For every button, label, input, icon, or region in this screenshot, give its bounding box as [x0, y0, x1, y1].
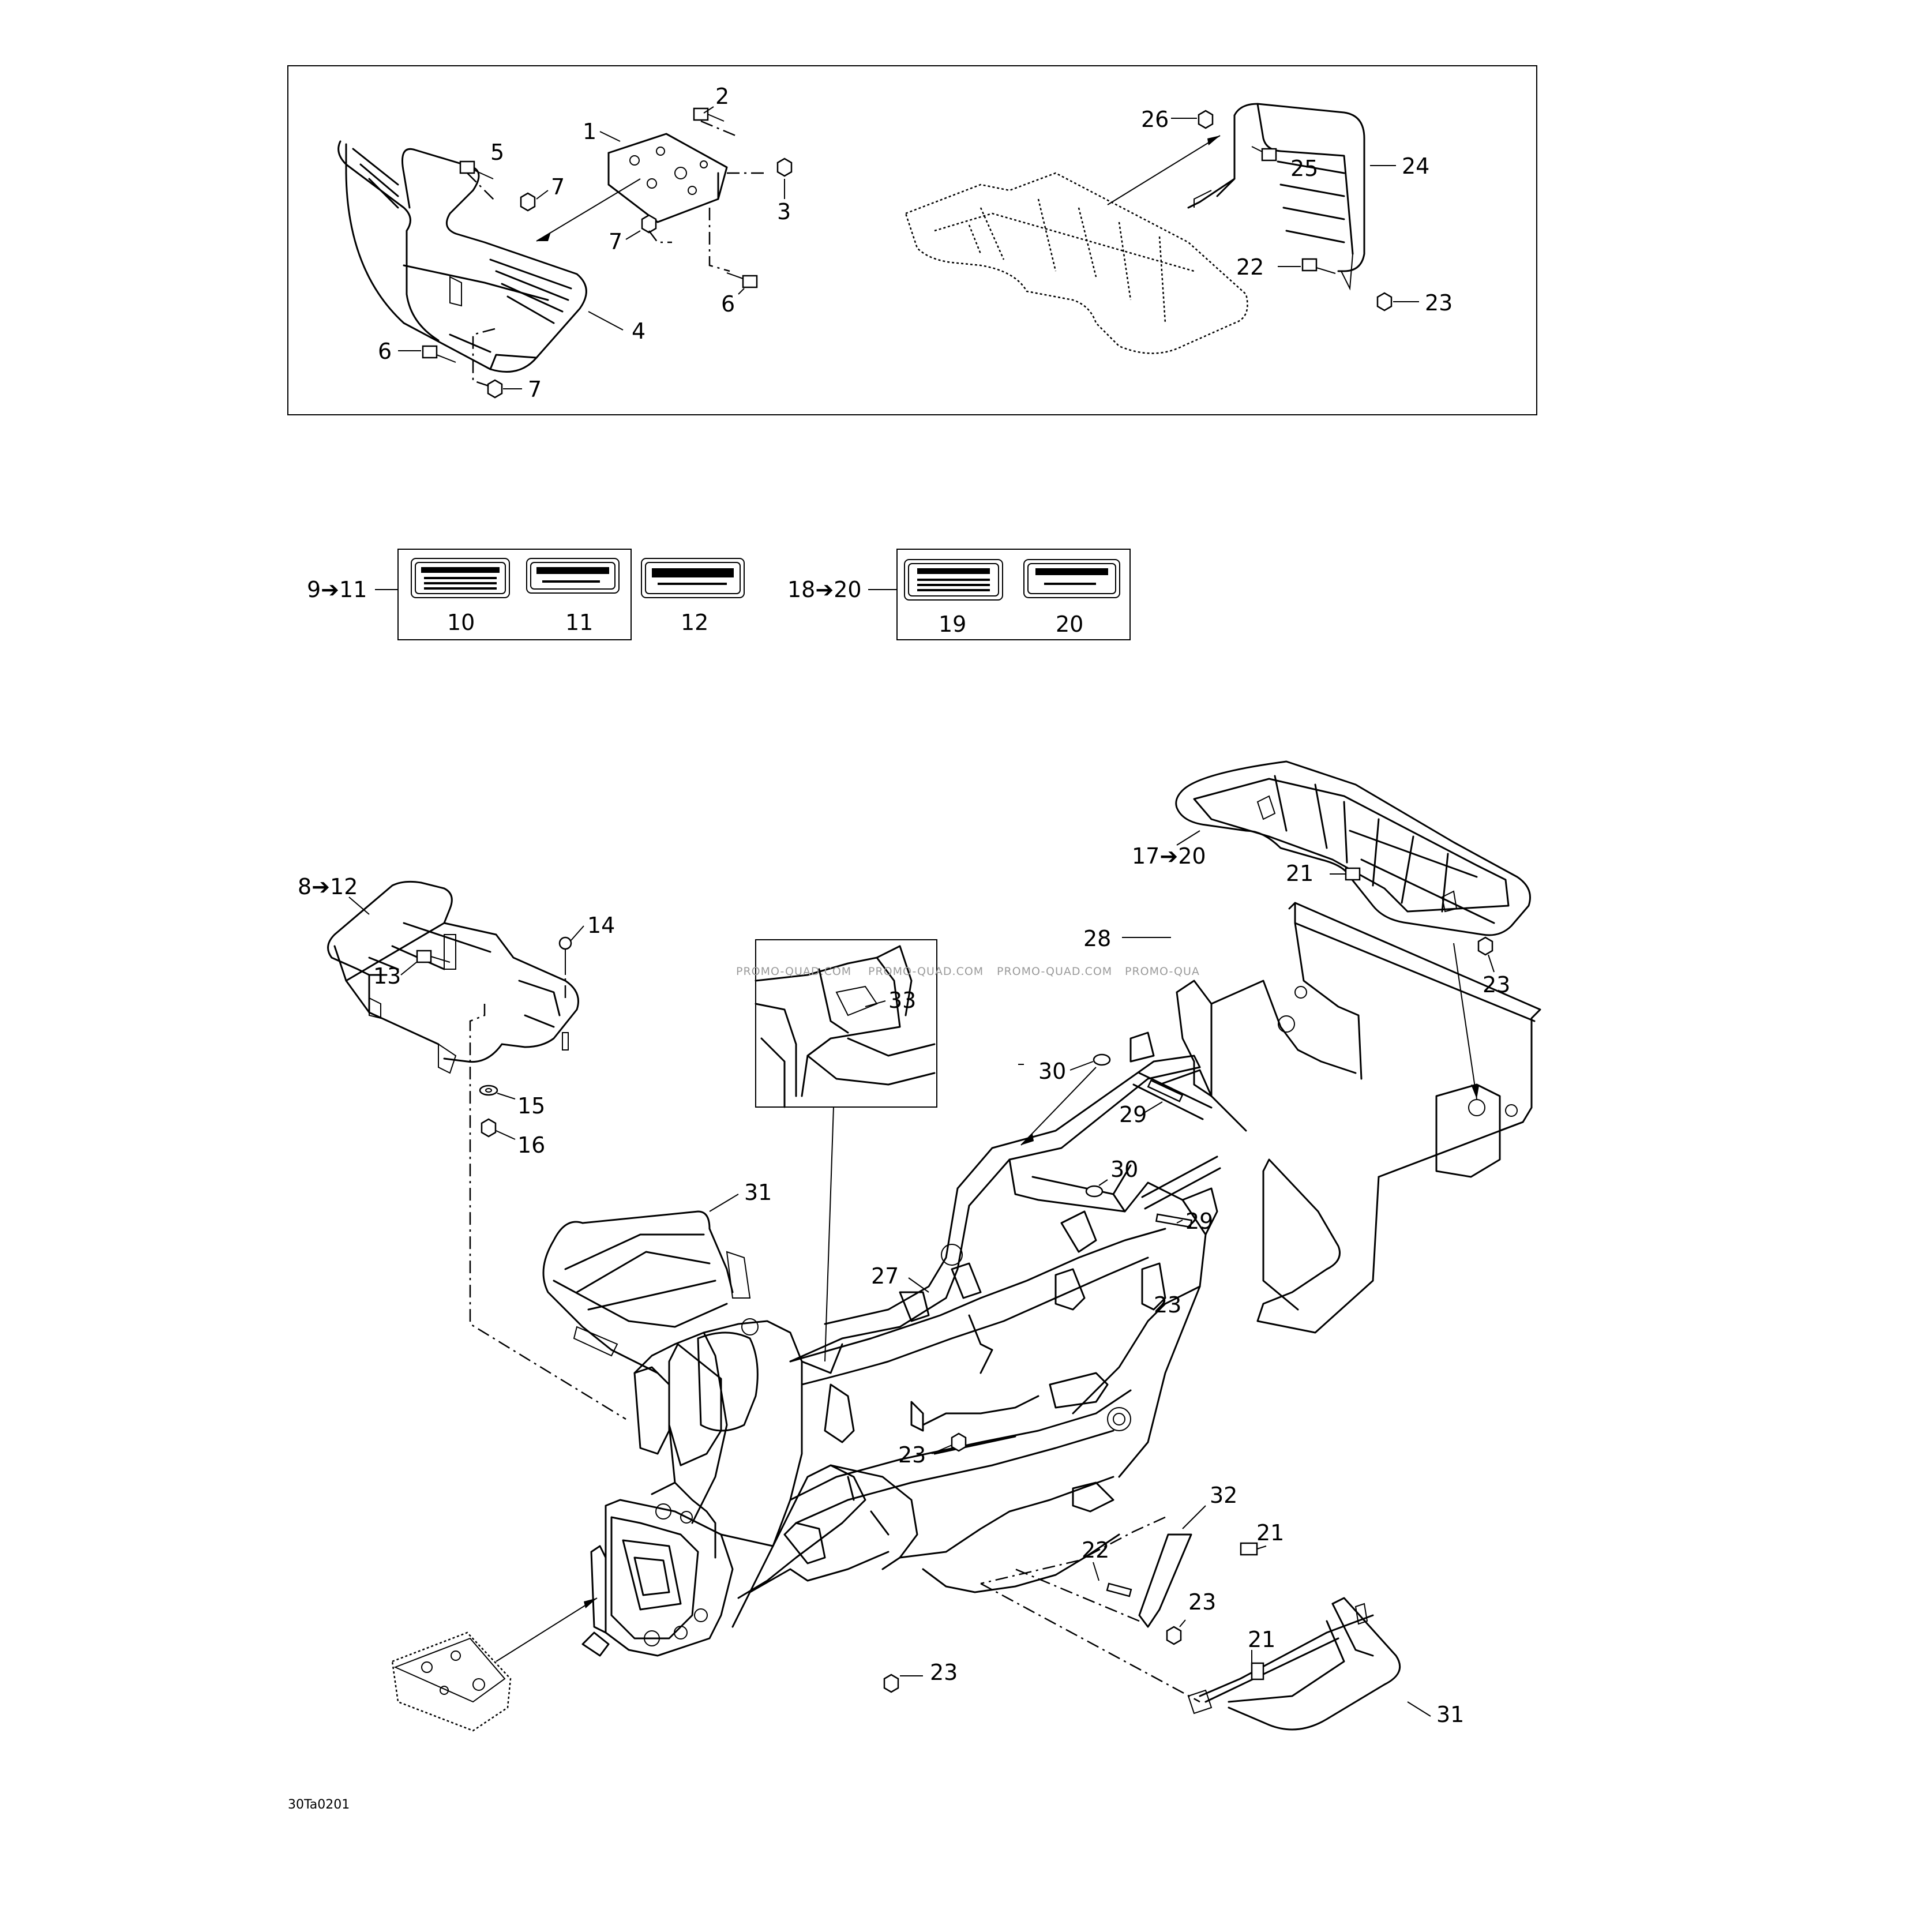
svg-text:23: 23 — [1154, 1292, 1181, 1318]
svg-text:16: 16 — [517, 1132, 545, 1158]
decal-group-b: 18➔20 19 20 — [787, 549, 1131, 640]
footrest-right — [1187, 1597, 1401, 1731]
top-callouts: 1 2 3 4 5 6 6 7 7 7 22 23 24 25 26 — [378, 84, 1453, 402]
rear-rack-hardware — [1330, 867, 1493, 956]
footrest-dash — [980, 1516, 1200, 1703]
svg-text:5: 5 — [490, 140, 504, 165]
front-bumper — [337, 140, 587, 373]
svg-text:30: 30 — [1038, 1059, 1066, 1084]
svg-text:23: 23 — [898, 1442, 926, 1468]
bumper-bracket — [607, 133, 728, 223]
svg-text:12: 12 — [681, 610, 708, 635]
svg-text:3: 3 — [777, 199, 791, 224]
svg-text:19: 19 — [939, 612, 966, 637]
svg-text:PROMO-QUAD.COM: PROMO-QUAD.COM — [736, 965, 851, 978]
svg-text:29: 29 — [1119, 1102, 1147, 1127]
detail-inset — [755, 939, 937, 1108]
svg-text:4: 4 — [632, 318, 645, 344]
svg-text:9➔11: 9➔11 — [307, 577, 367, 602]
hardware-top-rear — [1198, 110, 1393, 312]
svg-text:33: 33 — [888, 988, 916, 1013]
main-hardware — [883, 1432, 1267, 1693]
decal-group-a: 9➔11 10 11 12 — [307, 549, 745, 640]
footrest-left — [542, 1210, 751, 1374]
rear-rack-arrow — [1107, 135, 1221, 205]
svg-text:22: 22 — [1082, 1537, 1109, 1563]
front-rack-dash — [469, 978, 626, 1420]
svg-text:6: 6 — [721, 291, 735, 317]
svg-text:23: 23 — [930, 1660, 958, 1685]
top-front-dash-lines — [467, 120, 767, 388]
svg-text:13: 13 — [373, 963, 401, 989]
svg-text:7: 7 — [528, 377, 542, 402]
svg-text:31: 31 — [1436, 1702, 1464, 1727]
main-frame — [581, 902, 1541, 1657]
svg-text:26: 26 — [1141, 107, 1169, 132]
rear-bumper — [1187, 103, 1365, 291]
front-rack — [327, 880, 579, 1074]
svg-text:PROMO-QUAD.COM: PROMO-QUAD.COM — [868, 965, 984, 978]
svg-text:PROMO-QUAD.COM: PROMO-QUAD.COM — [997, 965, 1112, 978]
svg-text:7: 7 — [551, 174, 565, 200]
svg-text:32: 32 — [1210, 1483, 1237, 1508]
front-rack-hardware — [416, 936, 572, 1138]
svg-text:14: 14 — [587, 913, 615, 938]
svg-text:11: 11 — [565, 610, 593, 635]
rear-rack-arrow-main — [1453, 943, 1477, 1100]
svg-text:6: 6 — [378, 339, 392, 364]
svg-text:25: 25 — [1290, 156, 1318, 181]
svg-text:24: 24 — [1402, 153, 1429, 179]
link-32 — [1106, 1533, 1192, 1628]
svg-text:23: 23 — [1425, 290, 1453, 316]
svg-text:2: 2 — [715, 84, 729, 109]
rear-rack-outline-top — [905, 172, 1248, 354]
svg-text:22: 22 — [1236, 254, 1264, 280]
svg-text:PROMO-QUA: PROMO-QUA — [1125, 965, 1200, 978]
arm-arrow — [1020, 1067, 1097, 1146]
svg-text:1: 1 — [583, 119, 596, 144]
svg-text:29: 29 — [1185, 1209, 1213, 1234]
svg-text:28: 28 — [1083, 926, 1111, 951]
svg-text:23: 23 — [1188, 1589, 1216, 1615]
svg-text:23: 23 — [1483, 972, 1510, 997]
svg-text:17➔20: 17➔20 — [1132, 843, 1206, 869]
svg-text:27: 27 — [871, 1263, 899, 1289]
watermark: PROMO-QUAD.COM PROMO-QUAD.COM PROMO-QUAD… — [736, 965, 1200, 978]
svg-text:21: 21 — [1256, 1520, 1284, 1545]
bracket-arrow — [536, 178, 641, 242]
inset-leader — [824, 1106, 834, 1362]
svg-text:15: 15 — [517, 1093, 545, 1119]
hardware-top-front — [422, 107, 793, 399]
svg-text:21: 21 — [1248, 1627, 1275, 1652]
svg-text:30: 30 — [1110, 1157, 1138, 1182]
diagram-code: 30Ta0201 — [288, 1798, 350, 1812]
svg-text:31: 31 — [744, 1180, 772, 1205]
skid-arrow — [496, 1597, 598, 1662]
svg-text:8➔12: 8➔12 — [298, 874, 358, 899]
rear-rack — [1175, 760, 1531, 936]
svg-text:20: 20 — [1056, 612, 1083, 637]
skid-bracket — [391, 1631, 512, 1732]
main-callouts: 8➔12 17➔20 13 14 15 16 21 21 21 22 23 23… — [298, 830, 1510, 1727]
svg-text:18➔20: 18➔20 — [787, 577, 862, 602]
arm-hardware — [1085, 1053, 1221, 1228]
top-section-frame — [287, 65, 1537, 415]
svg-text:21: 21 — [1286, 861, 1313, 886]
svg-text:7: 7 — [609, 229, 622, 254]
svg-text:10: 10 — [447, 610, 475, 635]
